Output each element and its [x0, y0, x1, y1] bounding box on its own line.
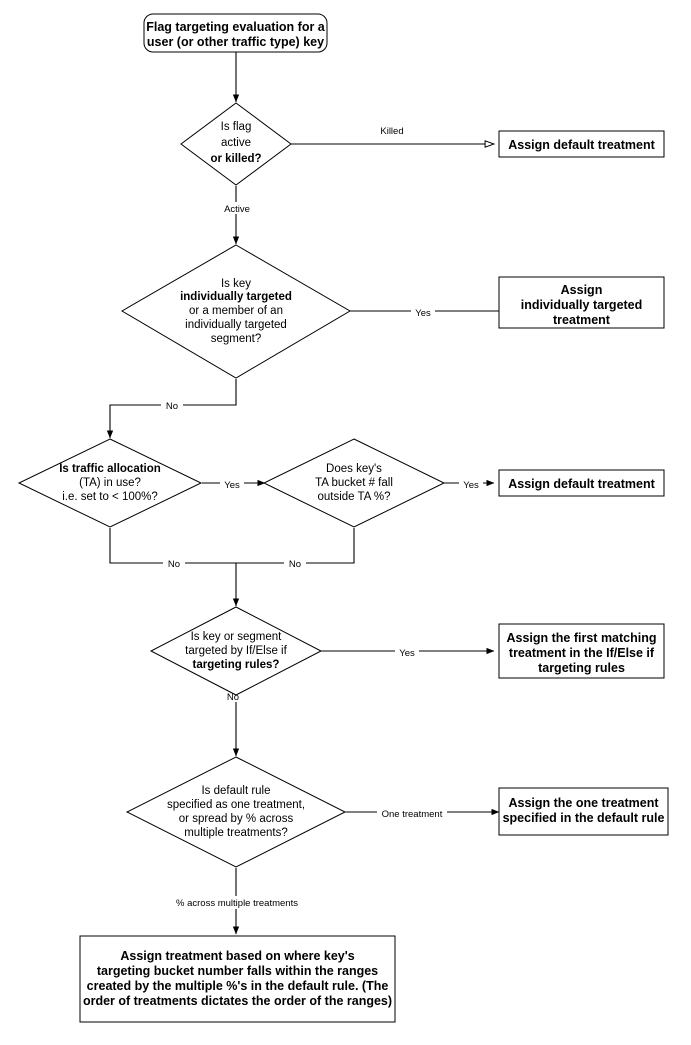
- node-d3-line-0: Is traffic allocation: [59, 463, 161, 475]
- node-b6-line-1: targeting bucket number falls within the…: [97, 964, 378, 978]
- node-box-assign-treatment-by-range[interactable]: Assign treatment based on where key's ta…: [79, 935, 396, 1023]
- node-box-assign-first-matching-treatment[interactable]: Assign the first matching treatment in t…: [498, 623, 665, 679]
- node-box-assign-default-treatment-ta[interactable]: Assign default treatment: [498, 469, 665, 497]
- node-d5-line-2: targeting rules?: [193, 659, 280, 671]
- node-d2-line-4: segment?: [211, 333, 262, 345]
- node-box-assign-individually-targeted-treatment[interactable]: Assign individually targeted treatment: [498, 276, 665, 329]
- node-d3-line-2: i.e. set to < 100%?: [62, 491, 158, 503]
- node-d1-line-0: Is flag: [221, 121, 252, 133]
- edge-label-yes-ta: Yes: [224, 480, 240, 491]
- node-b6-line-3: order of treatments dictates the order o…: [83, 994, 392, 1008]
- node-b6-line-2: created by the multiple %'s in the defau…: [87, 979, 389, 993]
- edge-label-percent-across: % across multiple treatments: [176, 898, 298, 909]
- edge-label-yes-rules: Yes: [399, 648, 415, 659]
- node-b3-line-0: Assign default treatment: [508, 477, 655, 491]
- node-d2-line-1: individually targeted: [180, 291, 292, 303]
- node-b5-line-1: specified in the default rule: [503, 811, 665, 825]
- node-b2-line-2: treatment: [553, 313, 611, 327]
- node-decision-ta-bucket-outside[interactable]: Does key's TA bucket # fall outside TA %…: [262, 438, 446, 528]
- node-d3-line-1: (TA) in use?: [79, 477, 141, 489]
- node-decision-traffic-allocation[interactable]: Is traffic allocation (TA) in use? i.e. …: [17, 438, 203, 528]
- node-d6-line-3: multiple treatments?: [184, 827, 288, 839]
- node-d5-line-0: Is key or segment: [191, 631, 283, 643]
- node-d6-line-1: specified as one treatment,: [167, 799, 305, 811]
- node-b5-line-0: Assign the one treatment: [508, 796, 659, 810]
- node-decision-if-else-targeting-rules[interactable]: Is key or segment targeted by If/Else if…: [149, 606, 323, 696]
- node-b1-line-0: Assign default treatment: [508, 138, 655, 152]
- edge-d4-to-d5-no: [236, 528, 355, 564]
- node-d6-line-0: Is default rule: [201, 785, 270, 797]
- node-decision-flag-active-or-killed[interactable]: Is flag active or killed?: [180, 102, 292, 186]
- edge-label-no-rules: No: [227, 692, 239, 703]
- node-start-line-1: user (or other traffic type) key: [147, 35, 324, 49]
- node-decision-individually-targeted[interactable]: Is key individually targeted or a member…: [121, 244, 351, 379]
- node-d2-line-2: or a member of an: [189, 305, 283, 317]
- node-b4-line-2: targeting rules: [538, 661, 625, 675]
- node-d4-line-2: outside TA %?: [317, 491, 390, 503]
- edge-label-layer: Killed Active Yes No Yes Yes No No Yes N…: [158, 124, 483, 909]
- edge-label-killed: Killed: [380, 126, 403, 137]
- node-d2-line-3: individually targeted: [185, 319, 287, 331]
- node-d6-line-2: or spread by % across: [179, 813, 294, 825]
- node-b4-line-0: Assign the first matching: [506, 631, 656, 645]
- edge-label-one-treatment: One treatment: [382, 809, 443, 820]
- edge-label-no-individual: No: [166, 401, 178, 412]
- node-box-assign-default-treatment-killed[interactable]: Assign default treatment: [498, 130, 665, 158]
- node-decision-default-rule[interactable]: Is default rule specified as one treatme…: [125, 756, 347, 868]
- node-d5-line-1: targeted by If/Else if: [185, 645, 287, 657]
- node-b2-line-0: Assign: [561, 283, 603, 297]
- node-d4-line-1: TA bucket # fall: [315, 477, 393, 489]
- node-b6-line-0: Assign treatment based on where key's: [120, 949, 354, 963]
- edge-d3-to-d5-no: [109, 528, 236, 564]
- node-d4-line-0: Does key's: [326, 463, 382, 475]
- node-d1-line-2: or killed?: [210, 153, 261, 165]
- node-d2-line-0: Is key: [221, 278, 251, 290]
- node-b2-line-1: individually targeted: [521, 298, 643, 312]
- edge-label-no-bucket: No: [289, 559, 301, 570]
- edge-label-active: Active: [224, 204, 250, 215]
- edge-label-yes-bucket: Yes: [463, 480, 479, 491]
- node-start-terminator[interactable]: Flag targeting evaluation for a user (or…: [143, 13, 328, 53]
- node-start-line-0: Flag targeting evaluation for a: [146, 20, 326, 34]
- node-box-assign-one-treatment-default-rule[interactable]: Assign the one treatment specified in th…: [498, 787, 669, 836]
- edge-label-no-ta: No: [168, 559, 180, 570]
- node-d1-line-1: active: [221, 137, 251, 149]
- edge-label-yes-individual: Yes: [415, 308, 431, 319]
- node-b4-line-1: treatment in the If/Else if: [509, 646, 655, 660]
